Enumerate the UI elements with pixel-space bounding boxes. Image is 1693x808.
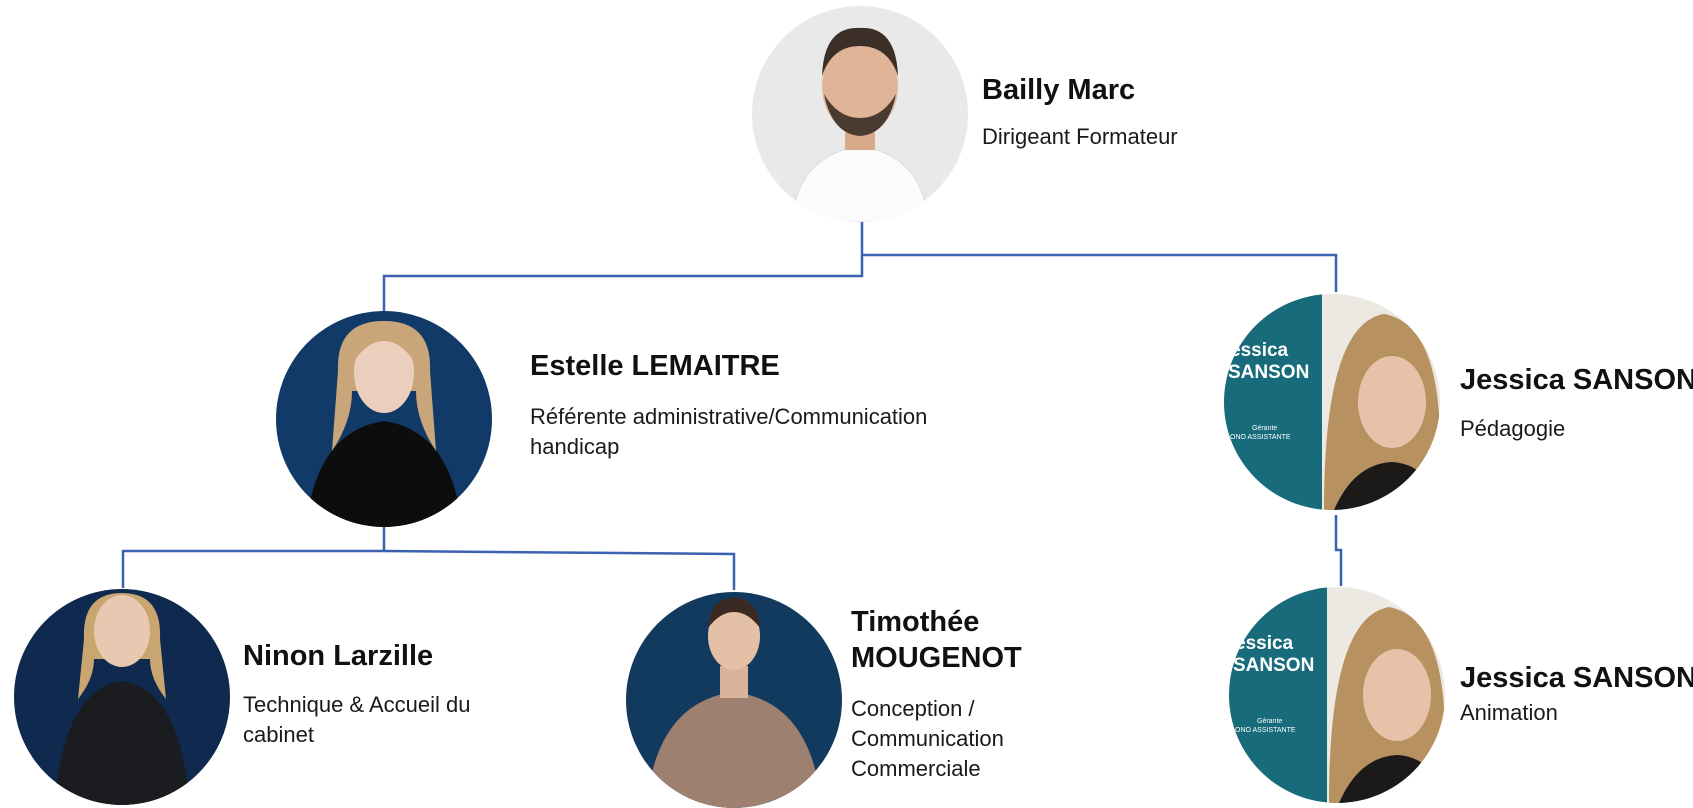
connector-jessica-jessica <box>1334 515 1343 586</box>
director-name: Bailly Marc <box>982 74 1136 106</box>
woman-smiling-dark-sweater-photo-icon <box>14 589 230 805</box>
connector-director-jessica <box>862 253 1338 292</box>
ninon-avatar <box>14 589 230 805</box>
man-brown-sweater-photo-icon <box>626 592 842 808</box>
card-name-line2: SANSON <box>1228 362 1309 383</box>
connector-estelle-timothee <box>383 549 736 590</box>
woman-blonde-navy-bg-photo-icon <box>276 311 492 527</box>
ninon-role: Technique & Accueil du cabinet <box>243 692 471 747</box>
estelle-avatar <box>276 311 492 527</box>
jessica-pedagogie-avatar: essica SANSON Gérante ONO ASSISTANTE <box>1224 294 1440 510</box>
card-name-line1: essica <box>1235 633 1294 654</box>
jessica-animation-avatar: essica SANSON Gérante ONO ASSISTANTE <box>1229 587 1445 803</box>
jessica-animation-name: Jessica SANSON <box>1460 662 1693 694</box>
card-title-line2: ONO ASSISTANTE <box>1235 727 1296 734</box>
card-title-line1: Gérante <box>1252 425 1277 432</box>
jessica-animation-role: Animation <box>1460 700 1558 725</box>
estelle-name: Estelle LEMAITRE <box>530 350 780 382</box>
card-title-line2: ONO ASSISTANTE <box>1230 434 1291 441</box>
connector-director-estelle <box>382 222 864 312</box>
timothee-avatar <box>626 592 842 808</box>
timothee-role: Conception / Communication Commerciale <box>851 696 1004 781</box>
card-name-line2: SANSON <box>1233 655 1314 676</box>
card-title-line1: Gérante <box>1257 718 1282 725</box>
jessica-pedagogie-name: Jessica SANSON <box>1460 364 1693 396</box>
man-bearded-white-shirt-photo-icon <box>752 6 968 222</box>
estelle-role: Référente administrative/Communication h… <box>530 404 928 459</box>
woman-card-teal-photo-icon: essica SANSON Gérante ONO ASSISTANTE <box>1229 587 1445 803</box>
card-name-line1: essica <box>1230 340 1289 361</box>
jessica-pedagogie-role: Pédagogie <box>1460 416 1566 441</box>
director-role: Dirigeant Formateur <box>982 124 1178 149</box>
woman-card-teal-photo-icon: essica SANSON Gérante ONO ASSISTANTE <box>1224 294 1440 510</box>
director-avatar <box>752 6 968 222</box>
timothee-name: Timothée MOUGENOT <box>851 606 1022 674</box>
connector-estelle-ninon <box>121 527 386 588</box>
ninon-name: Ninon Larzille <box>243 640 434 672</box>
